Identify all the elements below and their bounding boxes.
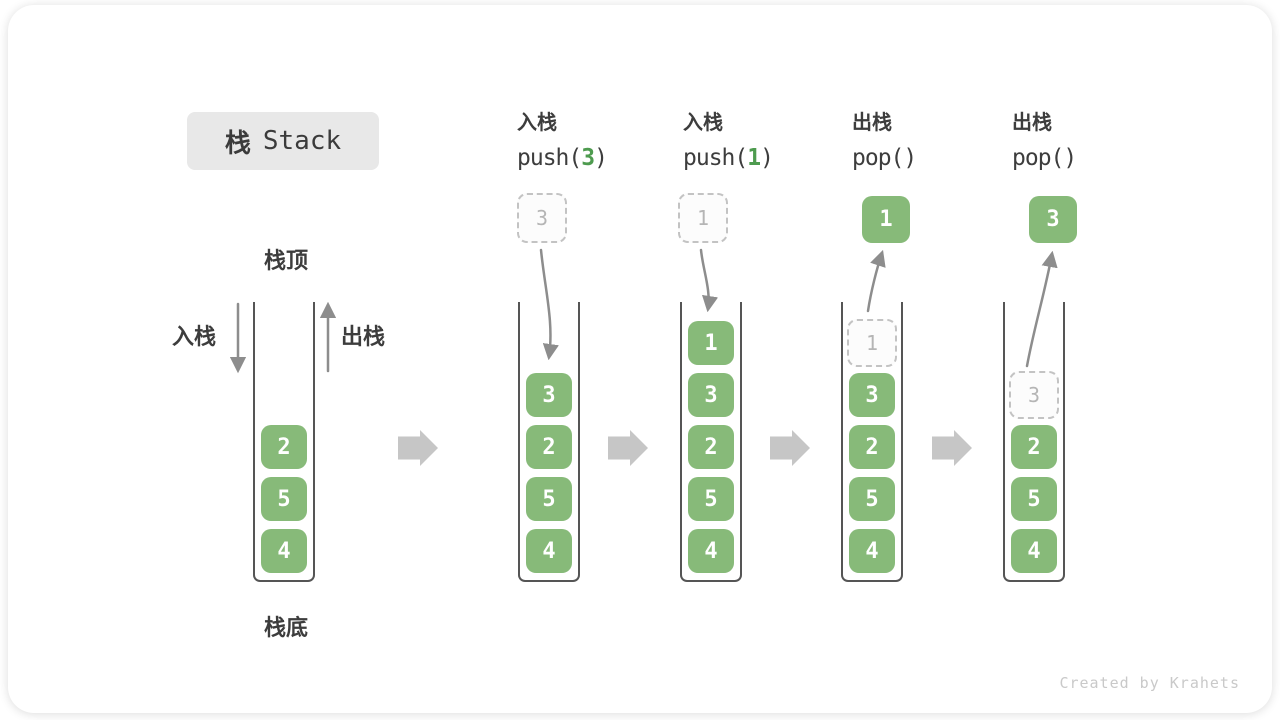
code-post: ) xyxy=(760,145,774,171)
pushed-value: 1 xyxy=(696,206,710,230)
title-box: 栈 Stack xyxy=(187,112,379,170)
stack-cell: 5 xyxy=(526,477,572,521)
stack-cell: 2 xyxy=(688,425,734,469)
op-code: push(3) xyxy=(517,145,608,171)
op-label: 入栈 xyxy=(517,112,557,134)
pushed-value-box: 1 xyxy=(678,193,728,243)
code-pre: pop( xyxy=(852,145,904,171)
code-post: ) xyxy=(594,145,608,171)
code-arg: 3 xyxy=(581,145,595,171)
stack-cell: 5 xyxy=(688,477,734,521)
watermark: Created by Krahets xyxy=(1059,674,1240,692)
code-post: ) xyxy=(1063,145,1077,171)
stack-cell: 2 xyxy=(526,425,572,469)
push-side-label: 入栈 xyxy=(172,324,217,349)
code-pre: pop( xyxy=(1012,145,1064,171)
stack-cell: 5 xyxy=(849,477,895,521)
stack-cell: 2 xyxy=(1011,425,1057,469)
stack-container-after-push-1: 4 5 2 3 1 xyxy=(680,302,742,582)
op-push-3: 入栈 push(3) xyxy=(517,106,608,171)
stack-cell: 5 xyxy=(1011,477,1057,521)
op-label: 出栈 xyxy=(1012,112,1052,134)
stack-container-after-push-3: 4 5 2 3 xyxy=(518,302,580,582)
pushed-value: 3 xyxy=(535,206,549,230)
code-pre: push( xyxy=(683,145,748,171)
stack-container-after-pop-1: 4 5 2 3 1 xyxy=(841,302,903,582)
stack-cell: 1 xyxy=(688,321,734,365)
op-push-1: 入栈 push(1) xyxy=(683,106,774,171)
code-post: ) xyxy=(903,145,917,171)
pushed-value-box: 3 xyxy=(517,193,567,243)
stack-cell: 5 xyxy=(261,477,307,521)
stack-cell-ghost: 3 xyxy=(1009,371,1059,419)
title-en: Stack xyxy=(262,126,342,156)
stack-top-label: 栈顶 xyxy=(263,248,308,273)
op-label: 入栈 xyxy=(683,112,723,134)
code-pre: push( xyxy=(517,145,582,171)
stack-cell: 3 xyxy=(849,373,895,417)
stack-cell: 4 xyxy=(526,529,572,573)
popped-value-box: 1 xyxy=(862,196,910,243)
stack-cell: 4 xyxy=(261,529,307,573)
title-zh: 栈 xyxy=(224,127,251,158)
op-code: push(1) xyxy=(683,145,774,171)
stack-bottom-label: 栈底 xyxy=(263,615,308,640)
code-arg: 1 xyxy=(747,145,761,171)
stack-cell: 4 xyxy=(688,529,734,573)
pop-side-label: 出栈 xyxy=(341,324,386,349)
op-pop-3: 出栈 pop() xyxy=(1012,106,1077,171)
stack-cell: 4 xyxy=(1011,529,1057,573)
stack-cell: 2 xyxy=(849,425,895,469)
op-pop-1: 出栈 pop() xyxy=(852,106,917,171)
op-code: pop() xyxy=(852,145,917,171)
popped-value: 1 xyxy=(879,207,893,232)
popped-value-box: 3 xyxy=(1029,196,1077,243)
stack-cell-ghost: 1 xyxy=(847,319,897,367)
stack-container-initial: 4 5 2 xyxy=(253,302,315,582)
stack-cell: 2 xyxy=(261,425,307,469)
stack-cell: 3 xyxy=(688,373,734,417)
op-label: 出栈 xyxy=(852,112,892,134)
stack-cell: 3 xyxy=(526,373,572,417)
stack-container-after-pop-3: 4 5 2 3 xyxy=(1003,302,1065,582)
stack-cell: 4 xyxy=(849,529,895,573)
op-code: pop() xyxy=(1012,145,1077,171)
popped-value: 3 xyxy=(1046,207,1060,232)
